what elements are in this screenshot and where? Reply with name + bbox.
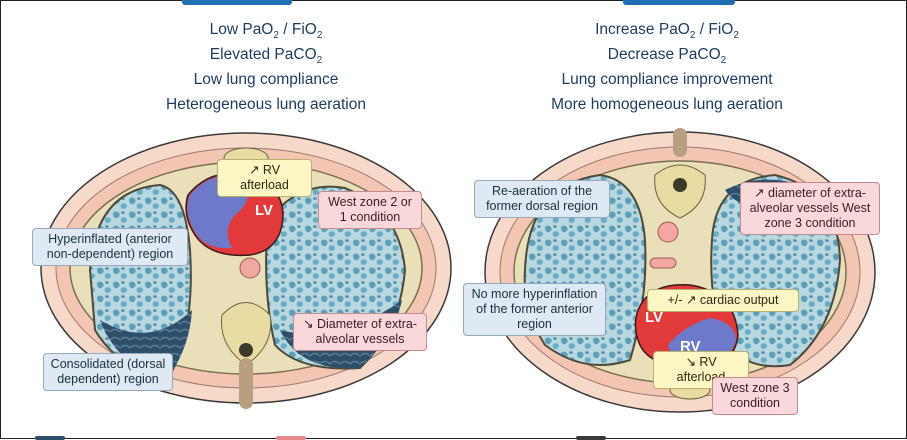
left-callout-rv-afterload: ↗ RV afterload bbox=[217, 159, 312, 197]
panel-tab-right bbox=[623, 0, 735, 5]
panel-tab-left bbox=[182, 0, 292, 5]
right-headings: Increase PaO2 / FiO2 Decrease PaCO2 Lung… bbox=[497, 17, 837, 117]
left-callout-hyperinflated: Hyperinflated (anterior non-dependent) r… bbox=[32, 228, 188, 266]
left-callout-consolidated: Consolidated (dorsal dependent) region bbox=[43, 353, 173, 391]
left-vertebra bbox=[221, 302, 272, 366]
left-heading-line: Heterogeneous lung aeration bbox=[166, 96, 366, 113]
legend-swatch-dense bbox=[35, 436, 65, 440]
left-headings: Low PaO2 / FiO2 Elevated PaCO2 Low lung … bbox=[96, 17, 436, 117]
right-esophagus bbox=[649, 257, 677, 269]
left-heading-line: Low PaO2 / FiO2 bbox=[209, 21, 323, 42]
left-callout-diameter: ↘ Diameter of extra-alveolar vessels bbox=[293, 313, 427, 351]
right-spinal-canal bbox=[673, 178, 687, 192]
right-callout-no-hyperinflation: No more hyperinflation of the former ant… bbox=[463, 283, 606, 336]
right-callout-reaeration: Re-aeration of the former dorsal region bbox=[474, 180, 610, 218]
right-callout-diameter: ↗ diameter of extra-alveolar vessels Wes… bbox=[740, 182, 880, 235]
left-heading-line: Elevated PaCO2 bbox=[209, 46, 323, 67]
right-heading-line: Decrease PaCO2 bbox=[607, 46, 727, 67]
right-callout-cardiac-output: +/- ↗ cardiac output bbox=[647, 289, 799, 312]
right-rv-label: RV bbox=[680, 338, 701, 355]
right-heading-line: Lung compliance improvement bbox=[561, 71, 773, 88]
left-aorta bbox=[239, 257, 261, 279]
right-heading-line: More homogeneous lung aeration bbox=[551, 96, 783, 113]
left-lv-label: LV bbox=[255, 202, 273, 219]
left-heading-line: Low lung compliance bbox=[193, 71, 339, 88]
legend-swatch-dark bbox=[576, 436, 606, 440]
right-lv-label: LV bbox=[645, 309, 663, 326]
right-callout-west-zone3: West zone 3 condition bbox=[712, 377, 798, 415]
right-heading-line: Increase PaO2 / FiO2 bbox=[595, 21, 739, 42]
right-aorta bbox=[657, 221, 679, 243]
left-spinal-canal bbox=[239, 343, 253, 357]
legend-swatch-pink bbox=[276, 436, 306, 440]
left-callout-west-zone: West zone 2 or 1 condition bbox=[318, 191, 422, 229]
